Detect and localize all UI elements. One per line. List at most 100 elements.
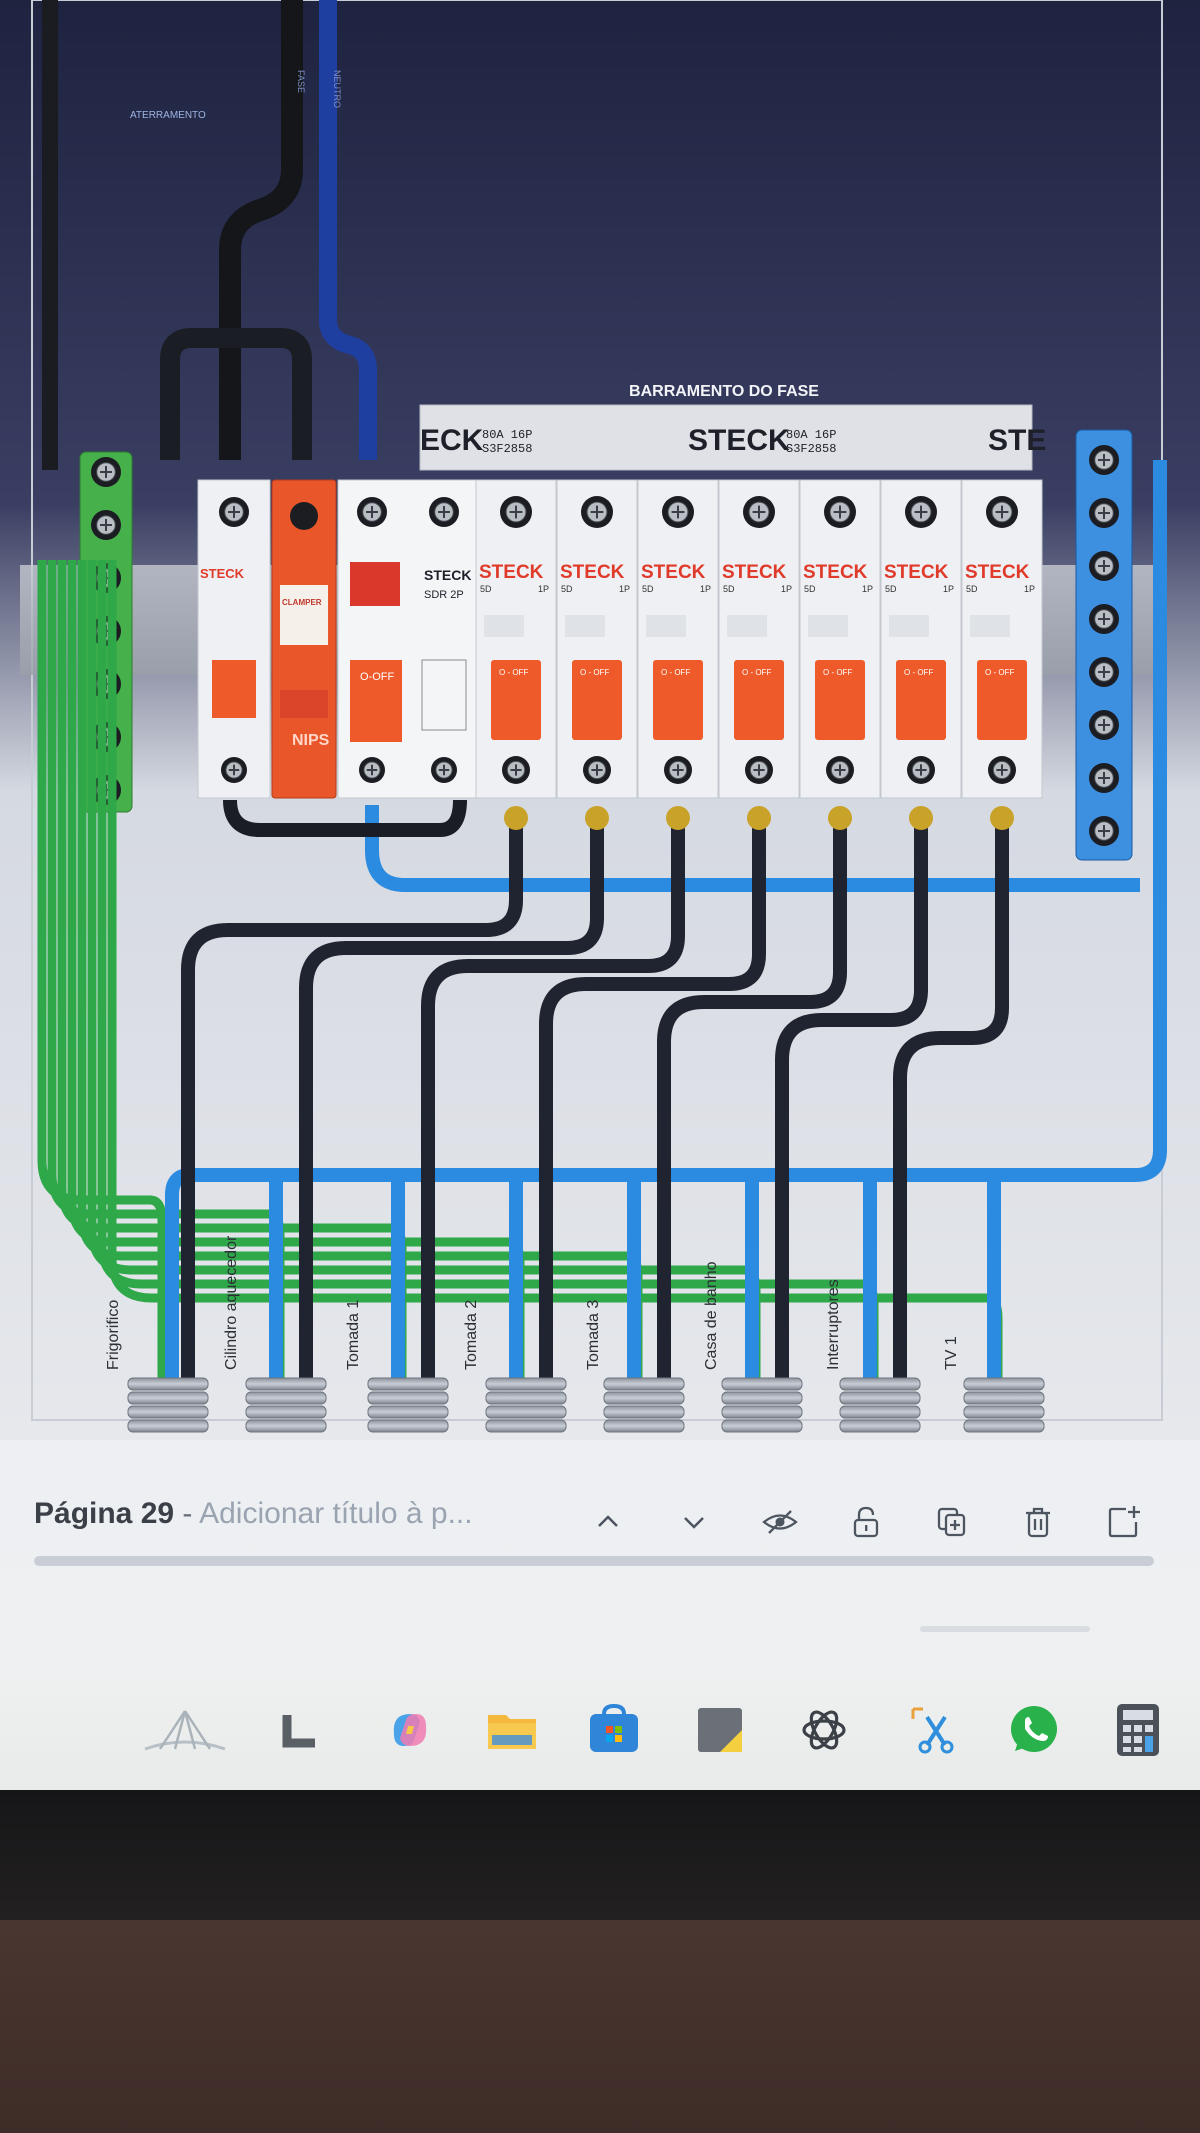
phase-wire (421, 810, 685, 1380)
landmark-icon (144, 1710, 226, 1751)
breaker-off-label: O - OFF (742, 668, 771, 677)
neutral-bus-screw (1089, 657, 1119, 687)
neutral-return-wire (365, 805, 1140, 892)
taskbar-app-l[interactable] (270, 1700, 330, 1760)
neutral-bus-screw (1089, 710, 1119, 740)
neutral-bus-screw (1089, 816, 1119, 846)
add-page-button[interactable] (1102, 1500, 1146, 1544)
conduit (963, 1377, 1045, 1433)
breaker-bottom-screw (826, 756, 854, 784)
screen: ATERRAMENTO FASE NEUTRO BARRAMENTO DO FA… (0, 0, 1200, 1790)
breaker-off-label: O - OFF (985, 668, 1014, 677)
circuit-label: Tomada 1 (345, 1300, 362, 1370)
neutral-bus-screw (1089, 498, 1119, 528)
page-title-placeholder[interactable]: Adicionar título à p... (199, 1497, 473, 1530)
ground-bus-screw (91, 510, 121, 540)
surge-protector-brand: CLAMPER (282, 598, 322, 607)
eye-slash-icon (762, 1510, 798, 1534)
copilot-icon (393, 1714, 427, 1746)
breaker-top-screw (743, 496, 775, 528)
taskbar-whatsapp[interactable] (1004, 1700, 1064, 1760)
neutral-bus-screw (1089, 551, 1119, 581)
breaker-off-label: O - OFF (661, 668, 690, 677)
main-breaker-top-screw (219, 497, 249, 527)
neutral-busbar (1075, 429, 1133, 861)
breaker-top-screw (986, 496, 1018, 528)
phase-jumper-wire (223, 799, 467, 837)
delete-page-button[interactable] (1016, 1500, 1060, 1544)
busbar-brand-left: ECK (420, 424, 484, 457)
circuit-label: Frigorifico (105, 1300, 122, 1370)
breaker-off-label: O - OFF (580, 668, 609, 677)
breaker-top-screw (905, 496, 937, 528)
breaker-poles: 1P (700, 584, 711, 594)
page-title-separator: - (182, 1497, 193, 1530)
breaker-bottom-screw (745, 756, 773, 784)
trash-icon (1026, 1507, 1050, 1538)
taskbar-chatgpt[interactable] (794, 1700, 854, 1760)
breaker-curve: 5D (480, 584, 492, 594)
neutral-bus-screw (1089, 604, 1119, 634)
breaker-bottom-screw (583, 756, 611, 784)
surge-protector-label: NIPS (292, 732, 330, 749)
main-breaker-brand: STECK (200, 566, 245, 581)
taskbar-calculator[interactable] (1108, 1700, 1168, 1760)
lock-icon (853, 1506, 879, 1538)
breaker-curve: 5D (804, 584, 816, 594)
rcd-model: SDR 2P (424, 589, 464, 601)
main-breaker-2p[interactable]: STECK (197, 479, 271, 799)
taskbar-store[interactable] (584, 1700, 644, 1760)
page-title[interactable]: Página 29 - Adicionar título à p... (34, 1497, 473, 1531)
taskbar-copilot[interactable] (380, 1700, 440, 1760)
phase-wire (539, 810, 766, 1380)
busbar-title: BARRAMENTO DO FASE (629, 383, 819, 400)
taskbar-sticky-notes[interactable] (690, 1700, 750, 1760)
hide-page-button[interactable] (758, 1500, 802, 1544)
surge-protector[interactable]: CLAMPER NIPS (271, 479, 337, 799)
lock-page-button[interactable] (844, 1500, 888, 1544)
ground-label: ATERRAMENTO (130, 110, 206, 121)
taskbar-snipping-tool[interactable] (902, 1700, 962, 1760)
circuit-label: TV 1 (943, 1336, 960, 1370)
neutral-feed-label: NEUTRO (332, 70, 342, 108)
breaker-off-label: O - OFF (904, 668, 933, 677)
horizontal-scrollbar[interactable] (920, 1626, 1090, 1632)
phase-wire (299, 810, 604, 1380)
neutral-bus-screw (1089, 445, 1119, 475)
taskbar-landmark-app[interactable] (140, 1700, 230, 1760)
conduit (485, 1377, 567, 1433)
rcd-bottom-screw-2 (431, 757, 457, 783)
breaker-curve: 5D (966, 584, 978, 594)
move-page-down-button[interactable] (672, 1500, 716, 1544)
breaker-off-label: O - OFF (499, 668, 528, 677)
main-breaker-bottom-screw (221, 757, 247, 783)
conduit (127, 1377, 209, 1433)
move-page-up-button[interactable] (586, 1500, 630, 1544)
breaker-top-screw (500, 496, 532, 528)
rcd-off-label: O-OFF (360, 671, 394, 683)
residual-current-device[interactable]: STECK SDR 2P O-OFF (337, 479, 479, 799)
breaker-poles: 1P (619, 584, 630, 594)
duplicate-page-button[interactable] (930, 1500, 974, 1544)
breaker-bottom-screw (988, 756, 1016, 784)
rcd-brand: STECK (424, 567, 471, 583)
breaker-brand: STECK (965, 562, 1030, 583)
breaker-off-label: O - OFF (823, 668, 852, 677)
page-progress-track (34, 1556, 1154, 1566)
taskbar-file-explorer[interactable] (482, 1700, 542, 1760)
breaker-brand: STECK (803, 562, 868, 583)
chatgpt-icon (802, 1710, 846, 1750)
busbar-brand-center: STECK (688, 424, 790, 457)
breaker-brand: STECK (479, 562, 544, 583)
breaker-poles: 1P (781, 584, 792, 594)
breaker-curve: 5D (723, 584, 735, 594)
breaker-brand: STECK (722, 562, 787, 583)
conduit (367, 1377, 449, 1433)
